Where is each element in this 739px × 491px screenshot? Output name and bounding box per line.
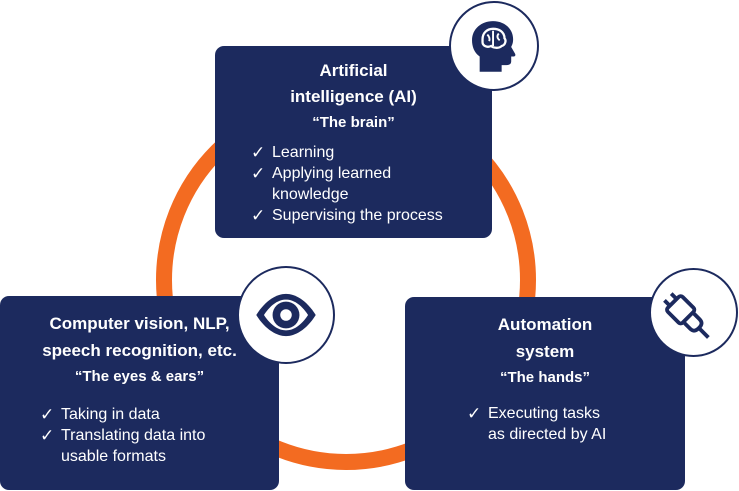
list-item-text-continued: knowledge [272, 186, 349, 203]
automation-subtitle: “The hands” [499, 369, 590, 386]
cv-subtitle: “The eyes & ears” [74, 368, 205, 385]
check-icon: ✓ [251, 143, 266, 162]
list-item: ✓ Learning [251, 142, 482, 163]
list-item-text: Executing tasks [488, 405, 601, 422]
automation-title: Automation system [413, 311, 677, 365]
list-item-text: Supervising the process [272, 207, 443, 224]
ai-item-list: ✓ Learning ✓ Applying learned knowledge … [251, 142, 482, 226]
automation-item-list: ✓ Executing tasks as directed by AI [467, 403, 677, 445]
brain-head-icon-graphic [472, 21, 516, 72]
ai-title-line1: Artificial [319, 61, 388, 80]
list-item-text: Applying learned [272, 165, 392, 182]
list-item: ✓ Taking in data [40, 404, 275, 425]
list-item: ✓ Supervising the process [251, 205, 482, 226]
cv-title-line1: Computer vision, NLP, [49, 314, 230, 333]
list-item-text-continued: usable formats [61, 448, 166, 465]
check-icon: ✓ [251, 164, 266, 183]
eye-icon-graphic [256, 293, 316, 337]
cv-title-line2: speech recognition, etc. [42, 341, 237, 360]
check-icon: ✓ [40, 426, 55, 445]
automation-box: Automation system “The hands” ✓ Executin… [405, 297, 685, 490]
plug-icon [649, 268, 738, 357]
list-item: ✓ Translating data into usable formats [40, 425, 275, 467]
list-item-text-continued: as directed by AI [488, 426, 607, 443]
check-icon: ✓ [467, 404, 482, 423]
ai-title: Artificial intelligence (AI) [225, 58, 482, 110]
automation-title-line2: system [515, 342, 575, 361]
ai-subtitle: “The brain” [312, 114, 395, 131]
brain-head-icon [449, 1, 539, 91]
list-item-text: Translating data into [61, 427, 206, 444]
list-item: ✓ Applying learned knowledge [251, 163, 482, 205]
list-item-text: Learning [272, 144, 335, 161]
cv-item-list: ✓ Taking in data ✓ Translating data into… [40, 404, 275, 467]
automation-title-line1: Automation [497, 315, 593, 334]
cv-title: Computer vision, NLP, speech recognition… [4, 310, 275, 364]
eye-icon [237, 266, 335, 364]
check-icon: ✓ [251, 206, 266, 225]
list-item-text: Taking in data [61, 406, 160, 423]
computer-vision-box: Computer vision, NLP, speech recognition… [0, 296, 279, 490]
check-icon: ✓ [40, 405, 55, 424]
ai-title-line2: intelligence (AI) [290, 87, 417, 106]
plug-icon-graphic [663, 292, 710, 339]
list-item: ✓ Executing tasks as directed by AI [467, 403, 677, 445]
ai-box: Artificial intelligence (AI) “The brain”… [215, 46, 492, 238]
